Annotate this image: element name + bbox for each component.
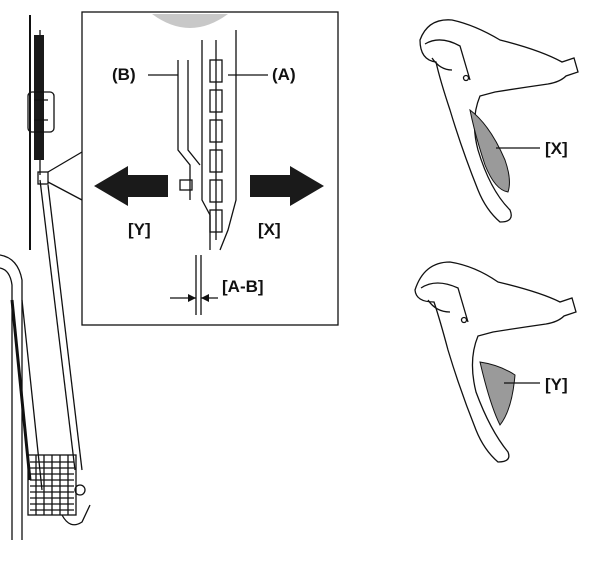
detail-inset: (B) (A) [Y] [X] [A-B] — [81, 11, 339, 326]
shift-lever-y: [Y] — [414, 261, 577, 463]
label-x-arrow: [X] — [258, 220, 281, 239]
label-gap: [A-B] — [222, 277, 264, 296]
cassette — [27, 454, 77, 516]
label-b: (B) — [112, 65, 136, 84]
shift-lever-x: [X] — [419, 19, 579, 223]
label-y-arrow: [Y] — [128, 220, 151, 239]
tire-section — [152, 14, 228, 28]
y-direction-arrow — [94, 166, 168, 206]
lever-y-highlight — [479, 361, 516, 426]
chainring-teeth — [209, 40, 223, 240]
label-lever-x: [X] — [545, 139, 568, 158]
bike-frame-side-view — [0, 15, 91, 540]
label-lever-y: [Y] — [545, 375, 568, 394]
inset-frame — [81, 11, 339, 326]
lever-x-highlight — [469, 108, 510, 193]
x-direction-arrow — [250, 166, 324, 206]
label-a: (A) — [272, 65, 296, 84]
